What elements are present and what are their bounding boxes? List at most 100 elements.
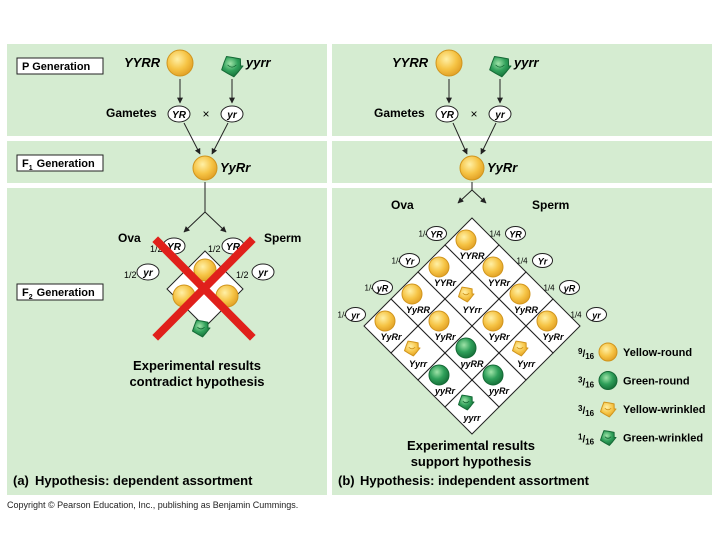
sperm-label: Sperm <box>532 198 569 212</box>
gamete-label: YR <box>440 110 455 121</box>
sperm-allele: yr <box>591 311 601 321</box>
pea-yellow-round <box>509 283 531 305</box>
sperm-allele: YR <box>509 230 522 240</box>
panel-b: YYRR yyrr Gametes YR × yr YyRr Ova Sperm… <box>338 49 706 488</box>
ova-fraction: 1/2 <box>124 270 137 280</box>
result-text-line1: Experimental results <box>133 358 261 373</box>
panel-a: YYRR yyrr Gametes YR × yr YyRr Ova Sperm <box>13 49 301 488</box>
punnett-genotype: YyRr <box>380 332 402 342</box>
caption-letter: (a) <box>13 473 29 488</box>
gamete-label: yr <box>494 110 506 121</box>
ova-label: Ova <box>118 231 141 245</box>
pea-green-wrinkled <box>489 56 512 78</box>
gamete-label: yr <box>226 110 238 121</box>
ova-allele: yR <box>376 284 389 294</box>
p-generation-label: P Generation <box>16 57 104 75</box>
punnett-genotype: YyRr <box>434 332 456 342</box>
punnett-genotype: yyrr <box>462 413 481 423</box>
caption: Hypothesis: independent assortment <box>360 473 590 488</box>
legend-label: Green-round <box>623 376 690 388</box>
punnett-genotype: YYRr <box>434 278 457 288</box>
sperm-allele: yR <box>563 284 576 294</box>
pea-green-round <box>455 337 477 359</box>
punnett-genotype: YYRR <box>459 251 485 261</box>
ova-label: Ova <box>391 198 414 212</box>
punnett-genotype: YyRR <box>514 305 539 315</box>
cross-symbol: × <box>470 107 477 121</box>
panel-a-backgrounds <box>7 44 327 495</box>
caption-letter: (b) <box>338 473 355 488</box>
legend-fraction: 3/16 <box>578 404 595 418</box>
punnett-genotype: YyRr <box>542 332 564 342</box>
result-text-line2: contradict hypothesis <box>129 374 264 389</box>
pea-yellow-round <box>455 229 477 251</box>
punnett-genotype: yyRR <box>459 359 484 369</box>
gamete-label: YR <box>172 110 187 121</box>
punnett-genotype: YyRR <box>406 305 431 315</box>
gametes-label: Gametes <box>374 106 425 120</box>
ova-allele: YR <box>430 230 443 240</box>
gametes-label: Gametes <box>106 106 157 120</box>
result-text-line1: Experimental results <box>407 438 535 453</box>
sperm-allele: yr <box>257 268 269 279</box>
ova-fraction: 1/4 <box>419 230 431 239</box>
pea-green-round <box>482 364 504 386</box>
parent-yyrr-recessive-label: yyrr <box>245 55 272 70</box>
pea-green-round <box>428 364 450 386</box>
f1-genotype-label: YyRr <box>220 160 251 175</box>
pea-yellow-round <box>435 49 463 77</box>
pea-yellow-wrinkled <box>458 286 475 303</box>
sperm-label: Sperm <box>264 231 301 245</box>
legend-label: Yellow-round <box>623 347 692 359</box>
punnett-genotype: YyRr <box>488 332 510 342</box>
result-text-line2: support hypothesis <box>411 454 532 469</box>
ova-fraction: 1/2 <box>150 244 163 254</box>
pea-yellow-round <box>374 310 396 332</box>
copyright-notice: Copyright © Pearson Education, Inc., pub… <box>7 500 299 510</box>
punnett-genotype: Yyrr <box>409 359 428 369</box>
pea-green-wrinkled <box>221 56 244 78</box>
pea-yellow-wrinkled <box>512 340 529 357</box>
pea-yellow-wrinkled <box>404 340 421 357</box>
legend-fraction: 9/16 <box>578 347 595 361</box>
pea-yellow-round <box>598 342 618 362</box>
pea-yellow-round <box>192 155 218 181</box>
sperm-fraction: 1/4 <box>490 230 502 239</box>
legend-label: Yellow-wrinkled <box>623 404 706 416</box>
cross-symbol: × <box>202 107 209 121</box>
parent-yyrr-recessive-label: yyrr <box>513 55 540 70</box>
punnett-square-4x4: YYRRYYRrYyRRYyRrYYRrYYrrYyRrYyrrYyRRYyRr… <box>363 217 581 435</box>
pea-green-round <box>598 371 618 390</box>
red-x-icon <box>152 236 256 341</box>
legend-label: Green-wrinkled <box>623 433 703 445</box>
punnett-genotype: yyRr <box>488 386 510 396</box>
pea-yellow-round <box>401 283 423 305</box>
sperm-allele: Yr <box>538 257 548 267</box>
ova-fraction: 1/4 <box>338 311 350 320</box>
sperm-fraction: 1/4 <box>544 284 556 293</box>
pea-yellow-round <box>459 155 485 181</box>
pea-green-wrinkled <box>458 394 475 411</box>
f1-genotype-label: YyRr <box>487 160 518 175</box>
pea-green-wrinkled <box>192 319 211 338</box>
sperm-allele: YR <box>226 242 241 253</box>
ova-allele: Yr <box>405 257 415 267</box>
ova-allele: YR <box>167 242 182 253</box>
parent-yyrr-dominant-label: YYRR <box>124 55 161 70</box>
pea-yellow-round <box>536 310 558 332</box>
legend-item: 3/16 Yellow-wrinkled <box>578 401 706 418</box>
parent-yyrr-dominant-label: YYRR <box>392 55 429 70</box>
pea-yellow-round <box>193 258 217 282</box>
punnett-genotype: YYrr <box>462 305 482 315</box>
pea-green-wrinkled <box>600 430 617 446</box>
ova-fraction: 1/4 <box>365 284 377 293</box>
